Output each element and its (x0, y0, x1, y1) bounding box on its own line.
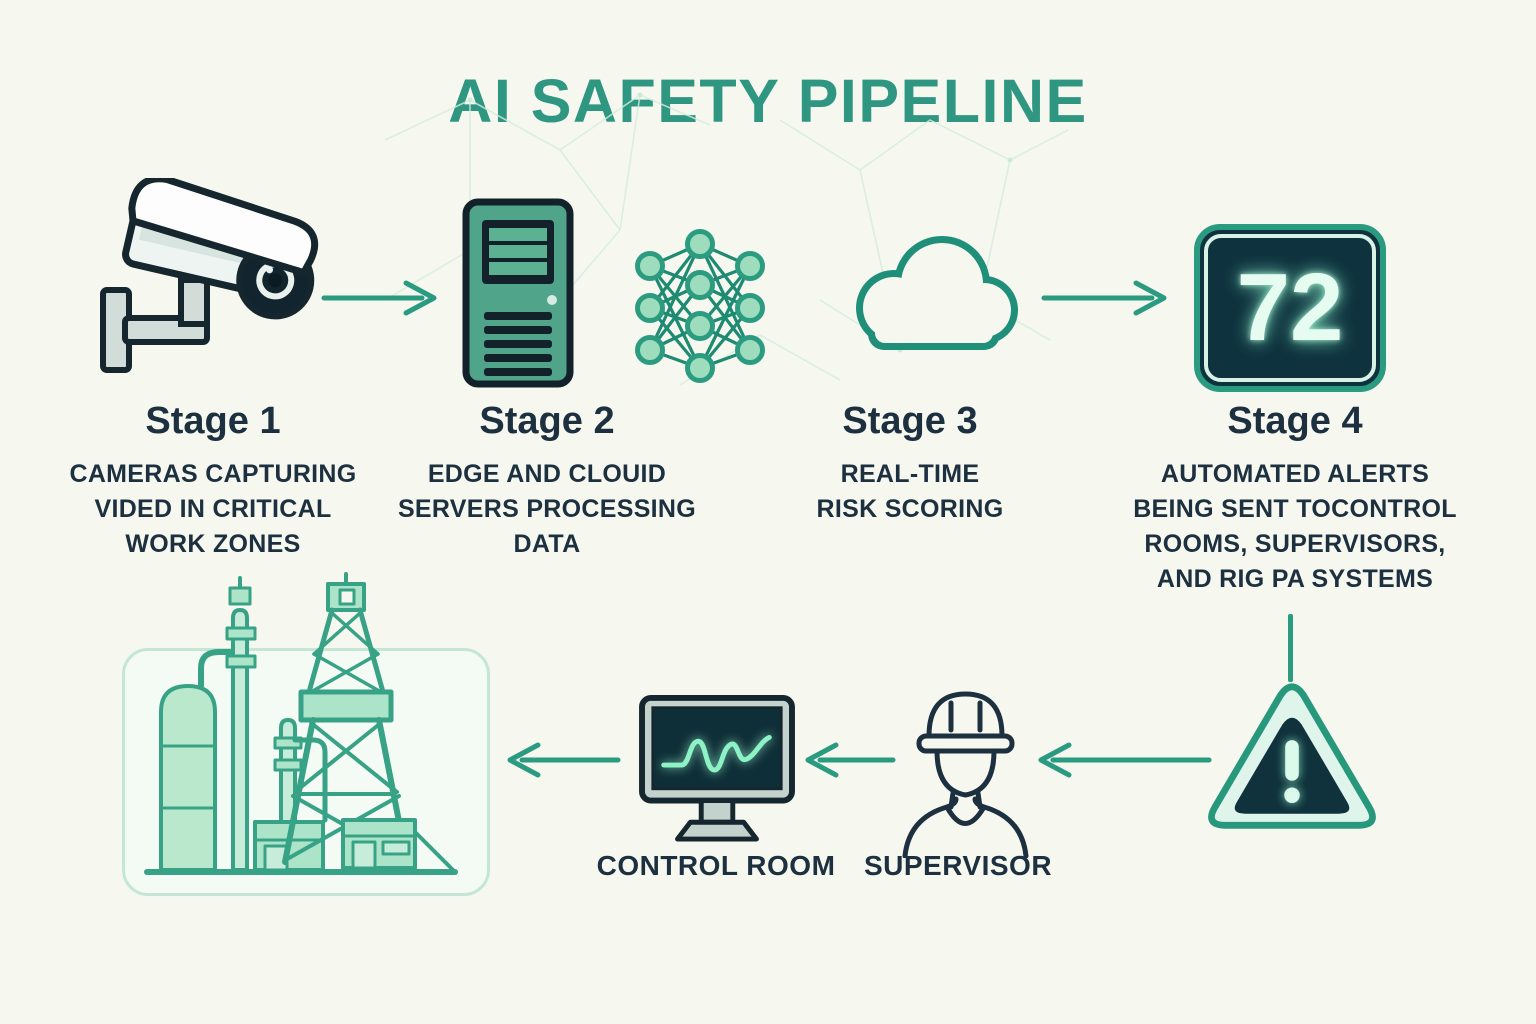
stage-4-column: Stage 4 AUTOMATED ALERTS BEING SENT TOCO… (1125, 400, 1465, 597)
risk-score-display-icon: 72 (1194, 224, 1386, 392)
stage-2-label: Stage 2 (479, 400, 615, 442)
arrow-right-icon (1041, 280, 1167, 316)
cctv-camera-icon (100, 178, 319, 373)
page-title: AI SAFETY PIPELINE (448, 67, 1088, 135)
arrow-left-icon (1038, 742, 1212, 778)
arrow-left-icon (805, 742, 896, 778)
oil-rig-illustration (144, 572, 458, 875)
warning-triangle-icon (1208, 683, 1376, 829)
stage-4-description: AUTOMATED ALERTS BEING SENT TOCONTROL RO… (1133, 460, 1457, 593)
stage-2-column: Stage 2 EDGE AND CLOUID SERVERS PROCESSI… (397, 400, 697, 562)
stage-3-label: Stage 3 (842, 400, 978, 442)
stage-2-description: EDGE AND CLOUID SERVERS PROCESSING DATA (397, 460, 697, 558)
stage-3-column: Stage 3 REAL-TIME RISK SCORING (760, 400, 1060, 527)
stage-3-description: REAL-TIME RISK SCORING (816, 460, 1004, 523)
control-room-monitor-icon (639, 694, 795, 842)
arrow-left-icon (507, 742, 621, 778)
cloud-icon (856, 236, 1018, 350)
stage-1-label: Stage 1 (145, 400, 281, 442)
neural-network-icon (635, 229, 765, 383)
alert-connector-line (1288, 614, 1293, 682)
risk-score-inner-frame: 72 (1204, 234, 1376, 382)
risk-score-value: 72 (1236, 254, 1344, 361)
supervisor-label: SUPERVISOR (863, 850, 1053, 881)
stage-1-column: Stage 1 CAMERAS CAPTURING VIDED IN CRITI… (63, 400, 363, 562)
stage-4-label: Stage 4 (1227, 400, 1363, 442)
stage-1-description: CAMERAS CAPTURING VIDED IN CRITICAL WORK… (69, 460, 357, 558)
server-icon (462, 198, 574, 388)
arrow-right-icon (321, 280, 437, 316)
supervisor-icon (902, 691, 1029, 858)
control-room-label: CONTROL ROOM (596, 850, 836, 881)
